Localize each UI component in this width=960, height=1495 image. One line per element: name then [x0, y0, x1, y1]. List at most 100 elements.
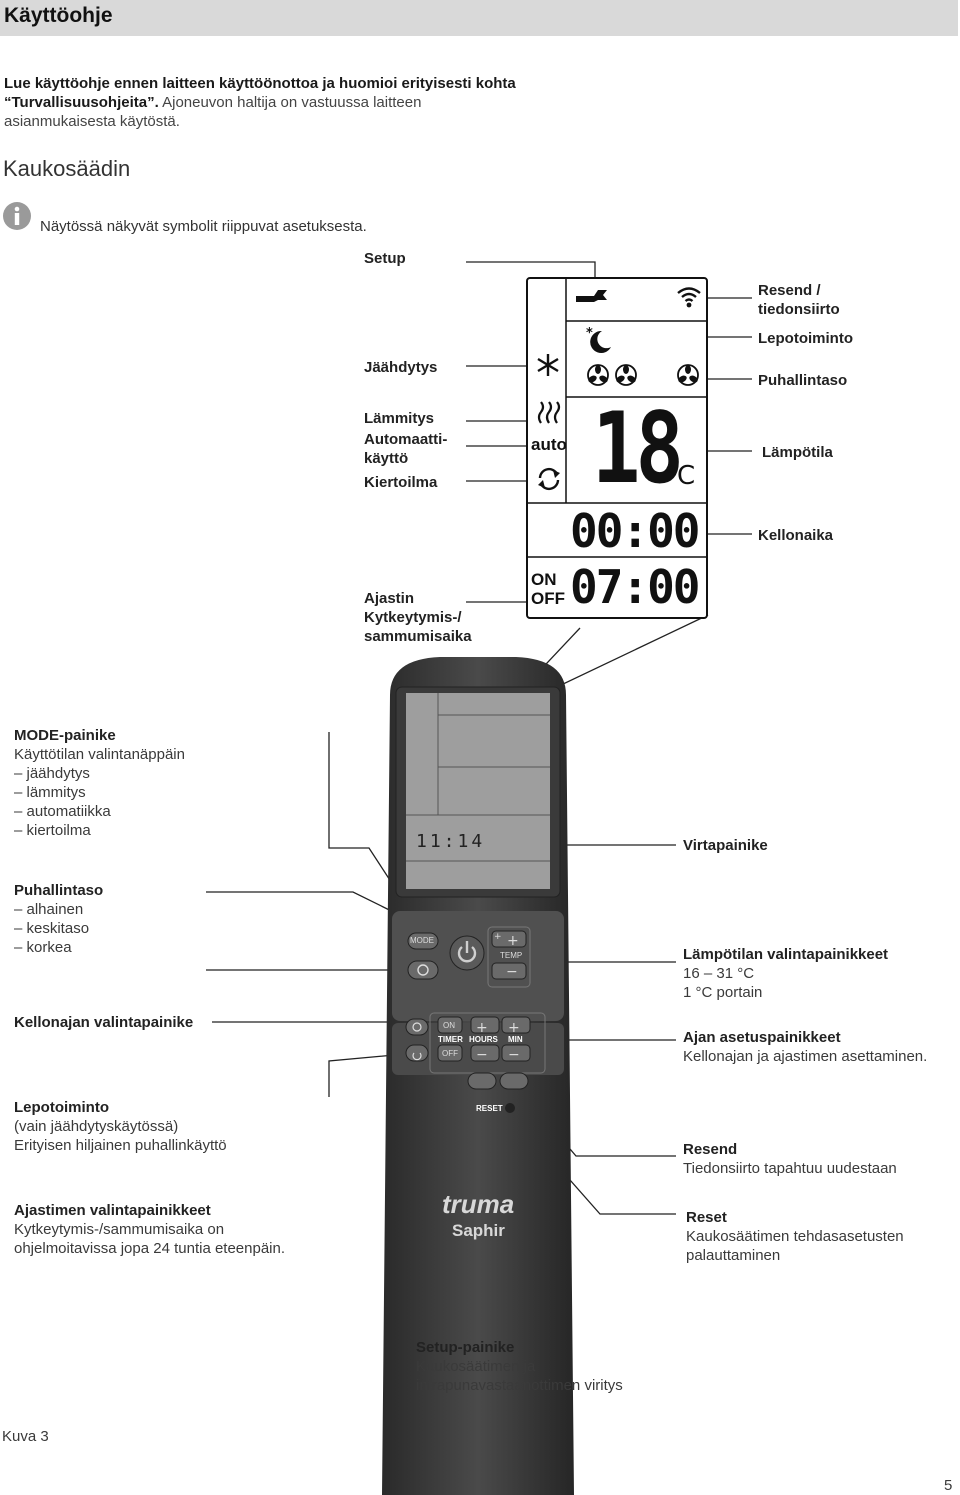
remote-control: + + − + + − − 11:14 MODE TEMP ON TIMER O… [380, 655, 576, 1495]
figure-caption: Kuva 3 [2, 1428, 49, 1445]
model-name: Saphir [452, 1221, 505, 1240]
timer-line-1: Kytkeytymis-/sammumisaika on [14, 1221, 225, 1238]
reset-title: Reset [686, 1209, 727, 1226]
label-fan: Puhallintaso [758, 372, 848, 389]
label-resend-button: Resend Tiedonsiirto tapahtuu uudestaan [683, 1140, 897, 1178]
timer-label: TIMER [438, 1035, 463, 1044]
svg-text:−: − [476, 1047, 488, 1063]
info-icon [2, 201, 32, 231]
fan-line-1: – alhainen [14, 901, 84, 918]
timer-off-button[interactable]: OFF [442, 1049, 458, 1058]
label-circulation: Kiertoilma [364, 474, 438, 491]
lcd-clock: 00:00 [570, 504, 700, 558]
lcd-off: OFF [531, 589, 565, 608]
lcd-unit: °C [664, 461, 696, 491]
sleep-moon-icon: * [584, 325, 614, 360]
sleep-line-1: (vain jäähdytyskäytössä) [14, 1118, 179, 1135]
hours-label: HOURS [469, 1035, 498, 1044]
label-clock-button: Kellonajan valintapainike [14, 1014, 194, 1031]
lcd-auto: auto [531, 435, 567, 454]
page-title: Käyttöohje [4, 4, 113, 27]
label-auto-2: käyttö [364, 450, 409, 467]
label-setup: Setup [364, 250, 406, 267]
temp-label: TEMP [500, 951, 523, 960]
min-label: MIN [508, 1035, 523, 1044]
label-resend: Resend / [758, 282, 821, 299]
mode-line-1: Käyttötilan valintanäppäin [14, 746, 185, 763]
label-sleep-button: Lepotoiminto (vain jäähdytyskäytössä) Er… [14, 1098, 227, 1155]
fan-title: Puhallintaso [14, 882, 104, 899]
brand-logo: truma [442, 1189, 515, 1219]
temp-title: Lämpötilan valintapainikkeet [683, 946, 889, 963]
temp-line-2: 1 °C portain [683, 984, 763, 1001]
label-sleep: Lepotoiminto [758, 330, 853, 347]
heating-icon [536, 401, 562, 430]
label-fan-button: Puhallintaso – alhainen – keskitaso – ko… [14, 881, 103, 957]
label-temperature: Lämpötila [762, 444, 833, 461]
svg-text:*: * [586, 326, 593, 341]
svg-text:−: − [508, 1047, 520, 1063]
wrench-icon [574, 287, 610, 314]
resend-line-1: Tiedonsiirto tapahtuu uudestaan [683, 1160, 897, 1177]
mode-button[interactable]: MODE [410, 936, 434, 945]
label-timer-2: Kytkeytymis-/ [364, 609, 462, 626]
svg-text:+: + [507, 933, 519, 949]
timer-line-2: ohjelmoitavissa jopa 24 tuntia eteenpäin… [14, 1240, 286, 1257]
label-timer-3: sammumisaika [364, 628, 472, 645]
setup-line-2: infrapunavastaanottimen viritys [416, 1377, 623, 1394]
recirculation-icon [536, 466, 562, 497]
svg-text:−: − [506, 964, 518, 980]
svg-text:+: + [494, 932, 502, 942]
intro-normal: Ajoneuvon haltija on vastuussa laitteen … [4, 94, 422, 130]
mode-title: MODE-painike [14, 727, 116, 744]
power-button[interactable] [436, 927, 452, 943]
timer-on-button[interactable]: ON [443, 1021, 455, 1030]
label-auto-1: Automaatti- [364, 431, 448, 448]
label-mode-button: MODE-painike Käyttötilan valintanäppäin … [14, 726, 185, 840]
label-reset-button: Reset Kaukosäätimen tehdasasetusten pala… [686, 1208, 904, 1265]
time-title: Ajan asetuspainikkeet [683, 1029, 841, 1046]
label-timer-buttons: Ajastimen valintapainikkeet Kytkeytymis-… [14, 1201, 285, 1258]
snowflake-icon [536, 353, 560, 382]
label-setup-button: Setup-painike Kaukosäätimen ja infrapuna… [416, 1338, 623, 1395]
label-temp-buttons: Lämpötilan valintapainikkeet 16 – 31 °C … [683, 945, 888, 1002]
fan-line-3: – korkea [14, 939, 72, 956]
lcd-display: * auto 18 °C 00:00 ON OFF 07:00 [526, 277, 708, 619]
mode-line-2: – jäähdytys [14, 765, 90, 782]
label-heating: Lämmitys [364, 410, 435, 427]
wifi-icon [676, 285, 702, 314]
reset-button[interactable]: RESET [476, 1104, 503, 1113]
sleep-line-2: Erityisen hiljainen puhallinkäyttö [14, 1137, 227, 1154]
page-number: 5 [944, 1477, 953, 1494]
intro-text: Lue käyttöohje ennen laitteen käyttöönot… [4, 74, 524, 131]
mode-line-4: – automatiikka [14, 803, 111, 820]
lcd-timer: 07:00 [570, 560, 700, 614]
sleep-title: Lepotoiminto [14, 1099, 109, 1116]
svg-text:+: + [476, 1020, 488, 1036]
fan-mid-icon [614, 363, 638, 392]
remote-lcd-clock: 11:14 [416, 831, 486, 852]
reset-line-1: Kaukosäätimen tehdasasetusten [686, 1228, 904, 1245]
svg-text:+: + [508, 1020, 520, 1036]
fan-line-2: – keskitaso [14, 920, 90, 937]
label-resend-2: tiedonsiirto [758, 301, 840, 318]
lcd-on: ON [531, 570, 557, 589]
section-title: Kaukosäädin [3, 156, 131, 181]
temp-line-1: 16 – 31 °C [683, 965, 755, 982]
reset-line-2: palauttaminen [686, 1247, 781, 1264]
label-time-buttons: Ajan asetuspainikkeet Kellonajan ja ajas… [683, 1028, 927, 1066]
intro-bold: Lue käyttöohje ennen laitteen käyttöönot… [4, 75, 516, 111]
fan-high-icon [676, 363, 700, 392]
setup-line-1: Kaukosäätimen ja [416, 1358, 536, 1375]
label-timer-1: Ajastin [364, 590, 415, 607]
label-clock: Kellonaika [758, 527, 834, 544]
time-line-1: Kellonajan ja ajastimen asettaminen. [683, 1048, 928, 1065]
setup-title: Setup-painike [416, 1339, 515, 1356]
label-power-button: Virtapainike [683, 837, 768, 854]
resend-title: Resend [683, 1141, 738, 1158]
lcd-temperature: 18 [592, 392, 684, 506]
fan-low-icon [586, 363, 610, 392]
timer-title: Ajastimen valintapainikkeet [14, 1202, 211, 1219]
info-note: Näytössä näkyvät symbolit riippuvat aset… [40, 218, 367, 235]
mode-line-5: – kiertoilma [14, 822, 91, 839]
